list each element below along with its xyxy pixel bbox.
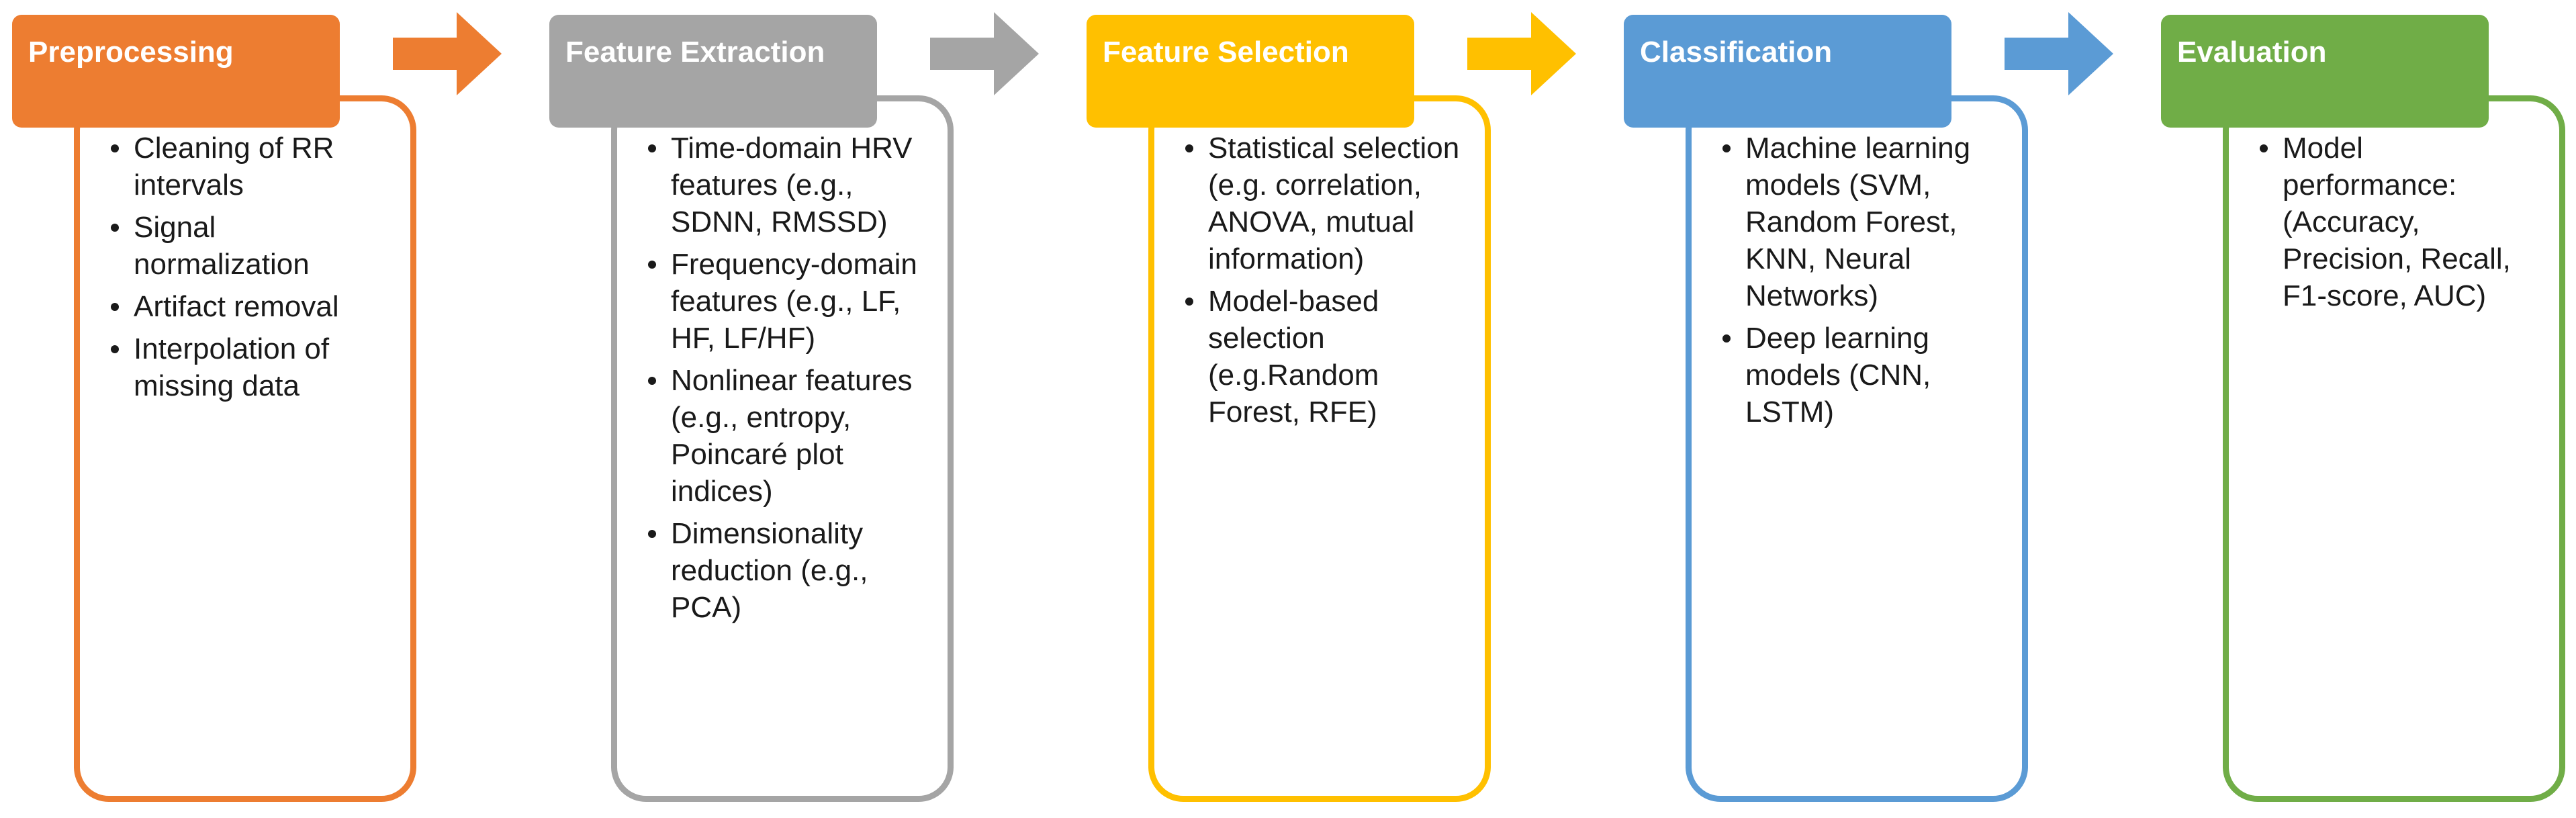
bullet-dot [2260,144,2268,152]
bullet-dot [1185,144,1193,152]
bullet-item: Nonlinear features (e.g., entropy, Poinc… [648,362,930,510]
bullet-item: Cleaning of RR intervals [111,130,393,203]
stage-bullets: Time-domain HRV features (e.g., SDNN, RM… [648,130,930,631]
bullet-text: Dimensionality reduction (e.g., PCA) [671,517,868,624]
flow-arrow-icon [930,12,1039,95]
bullet-item: Dimensionality reduction (e.g., PCA) [648,515,930,626]
bullet-dot [648,530,656,538]
stage-box [74,95,416,802]
stage-title: Evaluation [2161,15,2489,128]
bullet-item: Frequency-domain features (e.g., LF, HF,… [648,246,930,357]
stage-bullets: Cleaning of RR intervals Signal normaliz… [111,130,393,410]
stage-box [1148,95,1491,802]
bullet-item: Artifact removal [111,288,393,325]
bullet-text: Nonlinear features (e.g., entropy, Poinc… [671,364,913,508]
bullet-text: Cleaning of RR intervals [134,132,334,201]
stage-title: Feature Extraction [549,15,877,128]
bullet-text: Deep learning models (CNN, LSTM) [1745,322,1931,428]
bullet-dot [111,303,119,311]
stage-title: Preprocessing [12,15,340,128]
bullet-dot [1185,298,1193,306]
flow-arrow-icon [2005,12,2113,95]
bullet-dot [1722,334,1731,343]
bullet-item: Machine learning models (SVM, Random For… [1722,130,2005,314]
bullet-text: Model performance: (Accuracy, Precision,… [2283,132,2511,312]
bullet-text: Artifact removal [134,290,339,323]
stage-box [2223,95,2565,802]
bullet-item: Model performance: (Accuracy, Precision,… [2260,130,2542,314]
bullet-dot [1722,144,1731,152]
stage-feature-extraction: Feature Extraction Time-domain HRV featu… [537,0,954,818]
stage-preprocessing: Preprocessing Cleaning of RR intervals S… [0,0,416,818]
stage-evaluation: Evaluation Model performance: (Accuracy,… [2149,0,2565,818]
bullet-text: Model-based selection (e.g.Random Forest… [1208,285,1379,428]
bullet-dot [648,261,656,269]
bullet-dot [111,144,119,152]
bullet-item: Model-based selection (e.g.Random Forest… [1185,283,1467,430]
bullet-item: Statistical selection (e.g. correlation,… [1185,130,1467,277]
bullet-dot [111,224,119,232]
bullet-text: Frequency-domain features (e.g., LF, HF,… [671,248,917,355]
stage-title: Classification [1624,15,1951,128]
bullet-dot [648,144,656,152]
bullet-dot [648,377,656,385]
stage-box [611,95,954,802]
stage-feature-selection: Feature Selection Statistical selection … [1074,0,1491,818]
flow-arrow-icon [1467,12,1576,95]
bullet-text: Machine learning models (SVM, Random For… [1745,132,1971,312]
bullet-text: Interpolation of missing data [134,332,330,402]
bullet-item: Time-domain HRV features (e.g., SDNN, RM… [648,130,930,240]
stage-title: Feature Selection [1087,15,1414,128]
bullet-item: Signal normalization [111,209,393,283]
flow-arrow-icon [393,12,502,95]
stage-bullets: Model performance: (Accuracy, Precision,… [2260,130,2542,320]
stage-bullets: Machine learning models (SVM, Random For… [1722,130,2005,436]
bullet-item: Deep learning models (CNN, LSTM) [1722,320,2005,430]
bullet-item: Interpolation of missing data [111,330,393,404]
bullet-dot [111,345,119,353]
stage-bullets: Statistical selection (e.g. correlation,… [1185,130,1467,436]
bullet-text: Statistical selection (e.g. correlation,… [1208,132,1460,275]
bullet-text: Signal normalization [134,211,310,281]
bullet-text: Time-domain HRV features (e.g., SDNN, RM… [671,132,913,238]
stage-classification: Classification Machine learning models (… [1612,0,2028,818]
